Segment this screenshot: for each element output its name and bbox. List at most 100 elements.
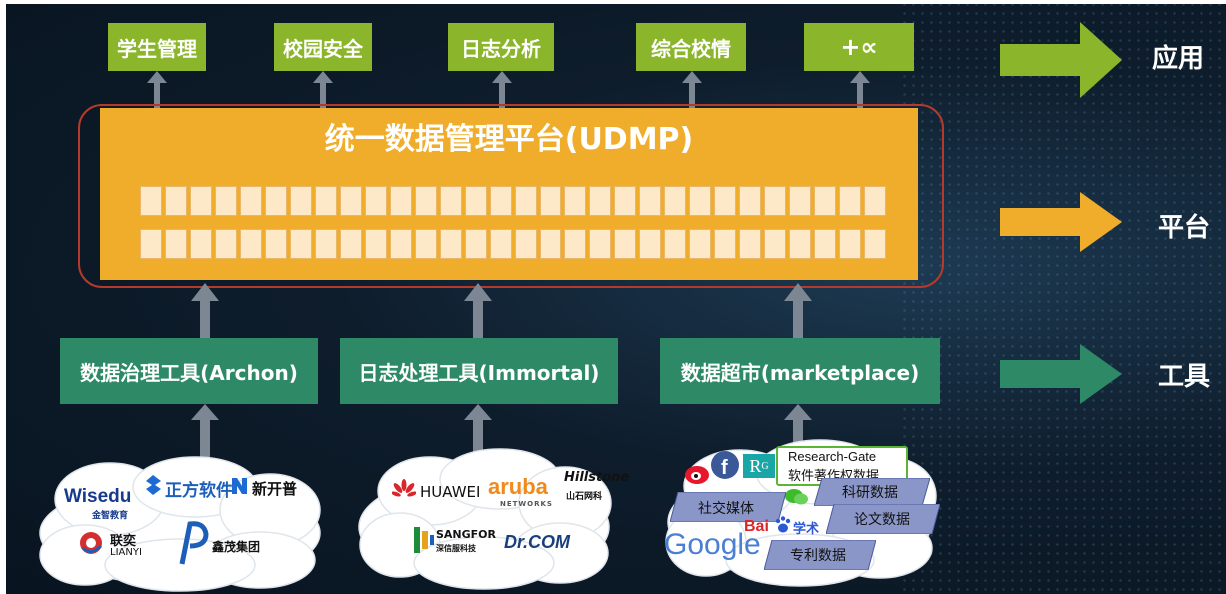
logo-sangfor-sub: 深信服科技	[436, 544, 476, 553]
logo-sangfor: SANGFOR	[436, 528, 497, 541]
platform-cell	[739, 186, 762, 216]
app-log-analysis: 日志分析	[448, 23, 554, 71]
logo-wisedu: Wisedu	[64, 486, 132, 507]
platform-cell	[264, 186, 287, 216]
platform-cell	[614, 229, 637, 259]
logo-aruba: aruba	[488, 474, 548, 499]
platform-cell	[140, 229, 162, 259]
platform-cell	[189, 186, 212, 216]
tag-social-media-label: 社交媒体	[698, 501, 754, 517]
logo-newcapec: 新开普	[252, 480, 298, 498]
svg-text:f: f	[721, 457, 728, 479]
platform-cell	[464, 186, 487, 216]
lianyi-logo-icon	[80, 532, 103, 554]
facebook-logo-icon: f	[711, 451, 739, 479]
platform-cell	[564, 186, 587, 216]
platform-cell	[639, 229, 662, 259]
wechat-logo-icon	[785, 489, 808, 505]
up-arrow-icon	[464, 404, 492, 464]
platform-cell	[140, 186, 162, 216]
platform-cell	[214, 186, 237, 216]
logo-lianyi-en: LIANYI	[110, 547, 142, 558]
label-application: 应用	[1152, 44, 1205, 74]
platform-cell	[814, 186, 837, 216]
vendor-cloud-2	[358, 448, 612, 590]
platform-cell	[339, 229, 362, 259]
frame-border-top	[0, 0, 1226, 4]
platform-cell	[814, 229, 837, 259]
up-arrow-icon	[147, 71, 167, 109]
up-arrow-icon	[464, 283, 492, 341]
tag-social-media	[670, 492, 786, 522]
platform-cell	[289, 229, 312, 259]
platform-cell	[214, 229, 237, 259]
frame-border-left	[0, 0, 6, 594]
platform-cell	[489, 186, 512, 216]
logo-hillstone: Hillstone	[564, 470, 630, 485]
right-arrow-icon	[1000, 192, 1122, 252]
platform-cell	[764, 229, 787, 259]
platform-cell	[764, 186, 787, 216]
label-tools: 工具	[1158, 362, 1211, 392]
tag-patent-data-label: 专利数据	[790, 548, 846, 564]
platform-cell	[664, 229, 687, 259]
platform-cell	[164, 229, 187, 259]
right-arrow-icon	[1000, 22, 1122, 98]
vendor-cloud-1	[39, 456, 321, 592]
logo-zfsoft: 正方软件	[165, 481, 233, 501]
tool-archon: 数据治理工具(Archon)	[60, 338, 318, 404]
platform-cell	[839, 186, 862, 216]
right-arrow-icon	[1000, 344, 1122, 404]
logo-aruba-sub: NETWORKS	[500, 500, 553, 508]
platform-outline	[78, 104, 944, 288]
logo-xinmao: 鑫茂集团	[212, 540, 261, 554]
platform-cell	[389, 186, 412, 216]
platform-cell	[739, 229, 762, 259]
platform-cell	[314, 186, 337, 216]
tag-paper-data	[826, 504, 940, 534]
tag-research-data	[814, 478, 930, 506]
platform-cell	[239, 186, 262, 216]
researchgate-logo-r: R	[749, 455, 762, 476]
platform-cells-row-1	[140, 186, 887, 216]
logo-lianyi: 联奕	[110, 534, 137, 549]
app-extensible: +∝	[804, 23, 914, 71]
platform-cell	[264, 229, 287, 259]
platform-cell	[289, 186, 312, 216]
platform-cell	[489, 229, 512, 259]
platform-cell	[439, 229, 462, 259]
platform-title: 统一数据管理平台(UDMP)	[324, 122, 694, 157]
platform-cell	[439, 186, 462, 216]
platform-cell	[714, 229, 737, 259]
up-arrow-icon	[850, 71, 870, 109]
platform-cell	[664, 186, 687, 216]
platform-cell	[689, 186, 712, 216]
tool-marketplace: 数据超市(marketplace)	[660, 338, 940, 404]
logo-wisedu-sub: 金智教育	[92, 511, 129, 521]
platform-cell	[689, 229, 712, 259]
platform-cell	[839, 229, 862, 259]
platform-cell	[614, 186, 637, 216]
up-arrow-icon	[682, 71, 702, 109]
app-student-management: 学生管理	[108, 23, 206, 71]
baidu-paw-icon	[775, 516, 791, 533]
platform-cell	[239, 229, 262, 259]
app-campus-overview: 综合校情	[636, 23, 746, 71]
platform-cell	[864, 186, 887, 216]
platform-cell	[339, 186, 362, 216]
platform-cell	[464, 229, 487, 259]
platform-cell	[789, 186, 812, 216]
xinmao-logo-icon	[179, 521, 209, 565]
platform-cell	[189, 229, 212, 259]
platform-cell	[589, 186, 612, 216]
up-arrow-icon	[784, 404, 812, 448]
up-arrow-icon	[313, 71, 333, 109]
research-gate-label: Research-Gate	[788, 449, 877, 464]
logo-google: Google	[664, 528, 761, 561]
tag-patent-data	[764, 540, 876, 570]
app-campus-security: 校园安全	[274, 23, 372, 71]
platform-cell	[364, 229, 387, 259]
newcapec-logo-icon	[232, 478, 247, 494]
